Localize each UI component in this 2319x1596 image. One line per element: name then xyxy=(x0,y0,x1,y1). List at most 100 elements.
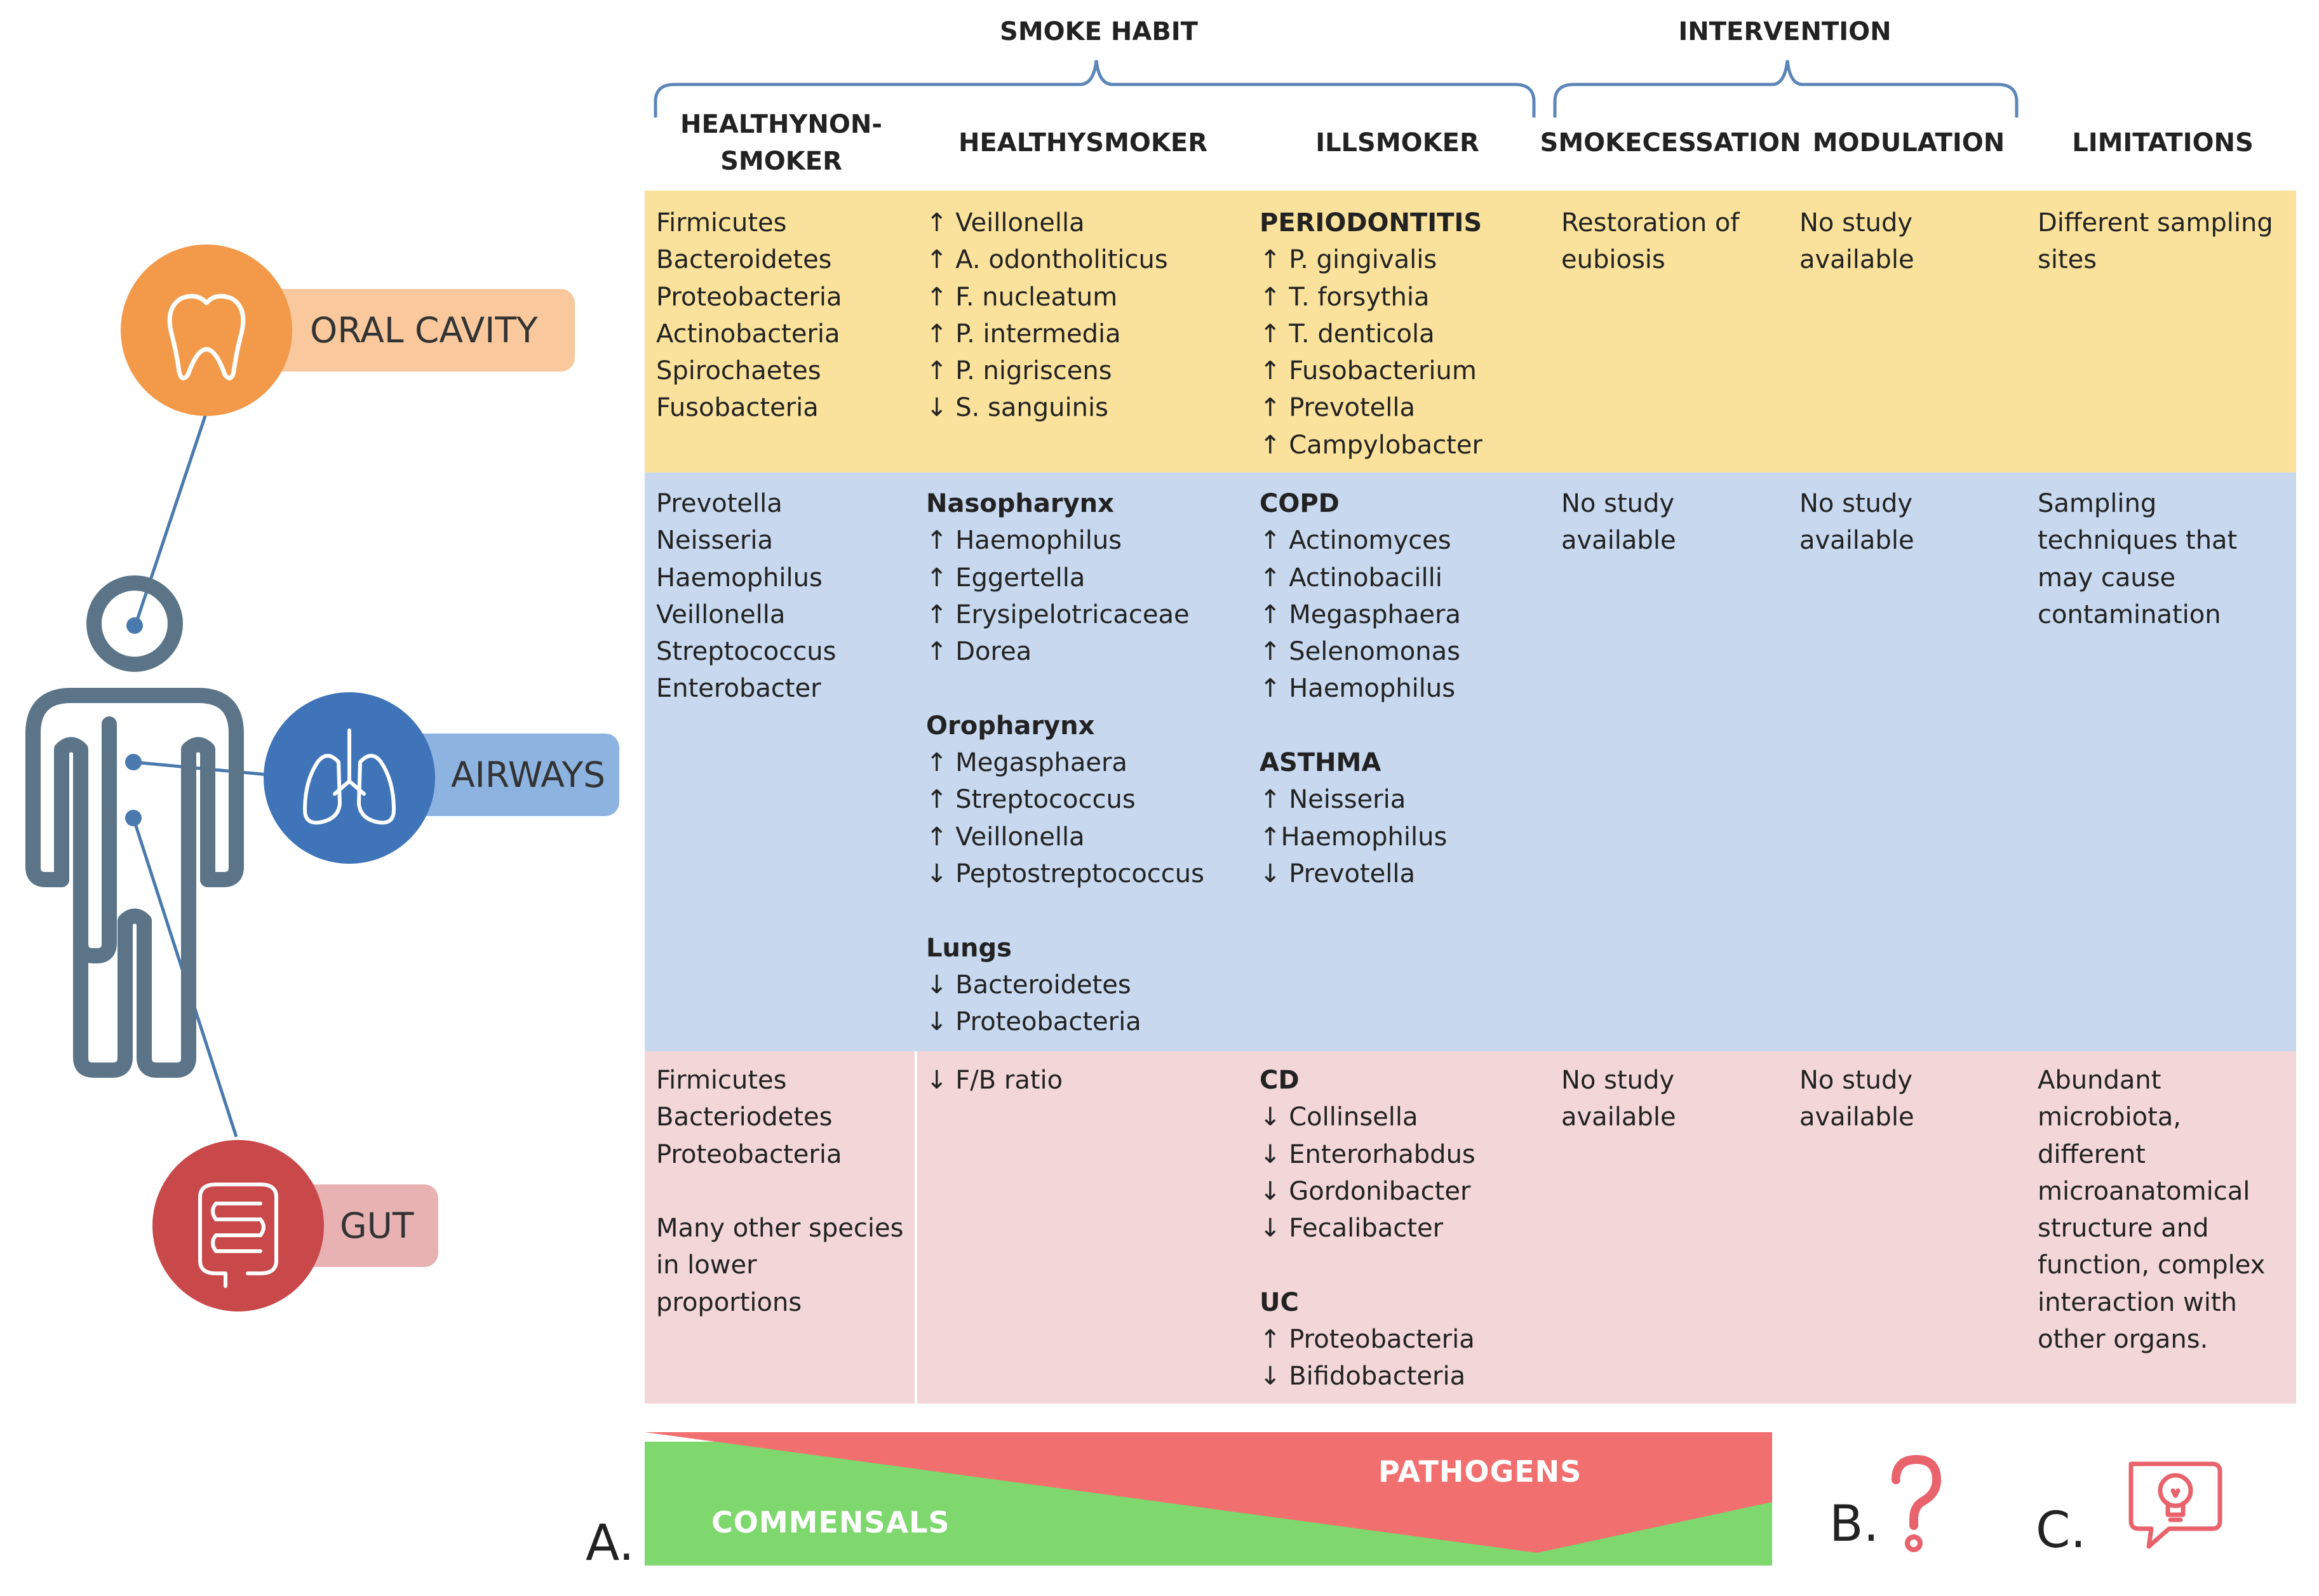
cell-line: ↓ F/B ratio xyxy=(926,1066,1063,1095)
cell-line: ↑ Selenomonas xyxy=(1260,637,1460,667)
lightbulb-speech-icon xyxy=(2128,1461,2222,1549)
cell-line: Neisseria xyxy=(656,526,774,556)
gut-badge xyxy=(152,1140,324,1311)
cell-line: Oropharynx xyxy=(926,711,1095,741)
cell-line: ↓ Enterorhabdus xyxy=(1260,1139,1475,1169)
cell-line: Firmicutes xyxy=(656,1066,787,1095)
cell-line: in lower xyxy=(656,1251,757,1280)
cell-line: microanatomical xyxy=(2038,1176,2250,1206)
commensals-label: COMMENSALS xyxy=(711,1505,950,1539)
cell-line: interaction with xyxy=(2038,1287,2237,1317)
cell-line: ↑ Erysipelotricaceae xyxy=(926,600,1190,629)
cell-line: ASTHMA xyxy=(1260,748,1381,778)
cell-line: Many other species xyxy=(656,1214,904,1244)
cell-line: ↑ Neisseria xyxy=(1260,785,1406,815)
cell-line: COPD xyxy=(1260,489,1340,518)
cell-line: Bacteriodetes xyxy=(656,1103,833,1132)
cell-oral-modulation: No study available xyxy=(1799,205,1914,279)
cell-line: ↑ T. forsythia xyxy=(1260,282,1430,312)
cell-line: Haemophilus xyxy=(656,563,823,593)
cell-line: No study xyxy=(1799,1066,1913,1095)
cell-line: ↑ Actinomyces xyxy=(1260,526,1451,556)
cell-line: ↑ Haemophilus xyxy=(1260,674,1456,704)
cell-line: Spirochaetes xyxy=(656,356,821,386)
cell-line: ↑ Streptococcus xyxy=(926,785,1136,815)
cell-line: Nasopharynx xyxy=(926,489,1114,518)
left-panel-graphics xyxy=(25,406,283,1137)
cell-line: ↓ Fecalibacter xyxy=(1260,1214,1444,1244)
cell-line: available xyxy=(1799,245,1914,275)
cell-line: ↓ Prevotella xyxy=(1260,859,1415,889)
cell-line: Fusobacteria xyxy=(656,393,819,423)
row-band-oral-cavity xyxy=(645,191,2296,473)
row-band-airways xyxy=(645,473,2296,1051)
cell-line: eubiosis xyxy=(1561,245,1665,275)
group-intervention: INTERVENTION xyxy=(1678,17,1892,46)
cell-line: different xyxy=(2038,1139,2146,1169)
header-braces xyxy=(654,60,2019,117)
cell-line: No study xyxy=(1799,489,1913,518)
cell-line: ↓ Gordonibacter xyxy=(1260,1176,1471,1206)
gut-label: GUT xyxy=(340,1205,414,1246)
cell-line: Proteobacteria xyxy=(656,1139,842,1169)
oral-cavity-label-pill: ORAL CAVITY xyxy=(251,289,575,372)
cell-line: Bacteroidetes xyxy=(656,245,832,275)
cell-line: No study xyxy=(1561,489,1675,518)
cell-line: UC xyxy=(1260,1287,1299,1317)
cell-line: ↓ Proteobacteria xyxy=(926,1007,1141,1037)
gut-column-separator xyxy=(915,1051,917,1404)
body-point-oral xyxy=(126,617,143,634)
panel-label-c: C. xyxy=(2036,1502,2087,1559)
cell-line: contamination xyxy=(2038,600,2221,629)
cell-line xyxy=(926,892,1204,929)
cell-line: ↑ P. gingivalis xyxy=(1260,245,1437,275)
cell-line: ↓ Bifidobacteria xyxy=(1260,1362,1466,1391)
cell-airways-ill-smoker: COPD↑ Actinomyces↑ Actinobacilli↑ Megasp… xyxy=(1260,485,1461,892)
tooth-icon xyxy=(167,293,246,380)
cell-line: techniques that xyxy=(2038,526,2238,556)
commensal-pathogen-wedge xyxy=(645,1432,1772,1566)
cell-line: ↓ S. sanguinis xyxy=(926,393,1108,423)
cell-line: ↑ Prevotella xyxy=(1260,393,1415,423)
cell-line xyxy=(926,670,1204,707)
panel-label-b: B. xyxy=(1829,1496,1879,1553)
cell-line: ↓ Collinsella xyxy=(1260,1103,1418,1132)
cell-oral-healthy-smoker: ↑ Veillonella↑ A. odontholiticus↑ F. nuc… xyxy=(926,205,1168,427)
cell-line: microbiota, xyxy=(2038,1103,2181,1132)
cell-line: available xyxy=(1799,1103,1914,1132)
col-smoke-cessation: SMOKECESSATION xyxy=(1540,128,1801,158)
cell-line: available xyxy=(1561,526,1676,556)
cell-line: ↑ Haemophilus xyxy=(926,526,1122,556)
cell-line: proportions xyxy=(656,1287,802,1317)
cell-line: ↑ T. denticola xyxy=(1260,319,1435,349)
cell-line: PERIODONTITIS xyxy=(1260,208,1482,238)
panel-label-a: A. xyxy=(586,1515,635,1572)
cell-line: ↑Haemophilus xyxy=(1260,822,1448,852)
cell-line: Sampling xyxy=(2038,489,2157,518)
cell-line xyxy=(1260,1247,1475,1284)
smoke-habit-brace xyxy=(654,60,1536,117)
cell-line: sites xyxy=(2038,245,2097,275)
cell-line: Actinobacteria xyxy=(656,319,840,349)
cell-line: ↑ Campylobacter xyxy=(1260,430,1482,460)
cell-line xyxy=(656,1173,903,1210)
col-ill-smoker: ILLSMOKER xyxy=(1315,128,1479,158)
col-healthy-smoker: HEALTHYSMOKER xyxy=(958,128,1208,158)
airways-label: AIRWAYS xyxy=(451,754,606,795)
cell-line: ↑ Veillonella xyxy=(926,822,1085,852)
cell-line: ↑ F. nucleatum xyxy=(926,282,1118,312)
cell-gut-healthy-smoker: ↓ F/B ratio xyxy=(926,1062,1063,1099)
cell-line: ↑ Veillonella xyxy=(926,208,1085,238)
cell-line: No study xyxy=(1799,208,1913,238)
oral-cavity-label: ORAL CAVITY xyxy=(310,310,538,351)
group-smoke-habit: SMOKE HABIT xyxy=(1000,17,1198,46)
cell-line: ↓ Bacteroidetes xyxy=(926,970,1131,1000)
lungs-icon xyxy=(303,728,396,825)
